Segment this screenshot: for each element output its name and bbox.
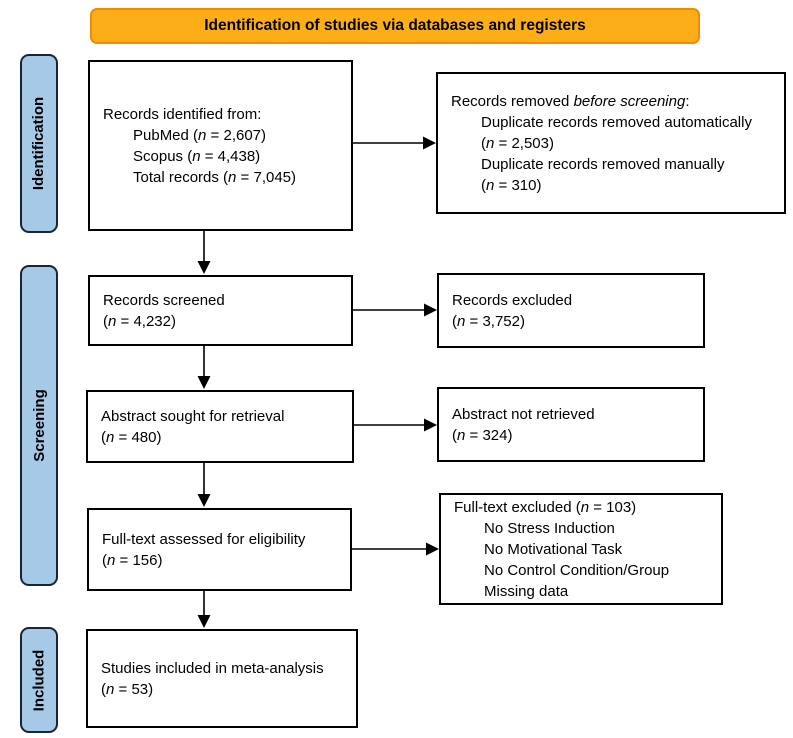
arrow-sought-to-not-retrieved [354, 418, 437, 432]
sidebar-stage-included: Included [20, 627, 58, 733]
header-title: Identification of studies via databases … [204, 17, 586, 34]
arrow-assessed-to-included [197, 591, 211, 628]
box-text-line: Studies included in meta-analysis [101, 659, 324, 677]
box-text-line: Records removed before screening: [451, 92, 690, 110]
sidebar-stage-identification: Identification [20, 54, 58, 233]
header-banner: Identification of studies via databases … [90, 8, 700, 44]
arrow-identified-to-removed [353, 136, 436, 150]
box-abstract-sought-for-retrieval: Abstract sought for retrieval (n = 480) [86, 390, 354, 463]
box-text-line: Abstract not retrieved [452, 405, 595, 423]
box-fulltext-assessed: Full-text assessed for eligibility (n = 1… [87, 508, 352, 591]
box-text-line: No Control Condition/Group [484, 561, 670, 579]
box-text-line: Full-text assessed for eligibility [102, 530, 306, 548]
box-records-removed-before-screening: Records removed before screening: Duplica… [436, 72, 786, 214]
arrow-screened-to-sought [197, 346, 211, 389]
arrow-assessed-to-fulltext-excluded [352, 542, 439, 556]
box-text-line: Total records (n = 7,045) [133, 168, 297, 186]
box-text-line: PubMed (n = 2,607) [133, 126, 267, 144]
stage-label-identification: Identification [30, 96, 48, 191]
box-text-line: (n = 2,503) [481, 134, 554, 152]
box-text-line: Records screened [103, 291, 225, 309]
box-text-line: Records excluded [452, 291, 573, 309]
box-text-line: (n = 3,752) [452, 312, 525, 330]
arrow-screened-to-excluded [353, 303, 437, 317]
box-text-line: Missing data [484, 582, 569, 600]
box-records-excluded: Records excluded (n = 3,752) [437, 273, 705, 348]
box-studies-included: Studies included in meta-analysis (n = 53… [86, 629, 358, 728]
box-text-line: Full-text excluded (n = 103) [454, 498, 637, 516]
box-text-line: (n = 480) [101, 428, 162, 446]
box-records-screened: Records screened (n = 4,232) [88, 275, 353, 346]
box-fulltext-excluded: Full-text excluded (n = 103) No Stress In… [439, 493, 723, 605]
box-abstract-not-retrieved: Abstract not retrieved (n = 324) [437, 387, 705, 462]
stage-label-screening: Screening [30, 389, 48, 462]
box-text-line: (n = 156) [102, 551, 163, 569]
box-records-identified: Records identified from: PubMed (n = 2,60… [88, 60, 353, 231]
box-text-line: (n = 4,232) [103, 312, 176, 330]
box-text-line: Records identified from: [103, 105, 262, 123]
box-text-line: (n = 324) [452, 426, 513, 444]
arrow-identified-to-screened [197, 231, 211, 274]
box-text-line: (n = 53) [101, 680, 154, 698]
box-text-line: Scopus (n = 4,438) [133, 147, 261, 165]
arrow-sought-to-assessed [197, 463, 211, 507]
box-text-line: Duplicate records removed automatically [481, 113, 752, 131]
box-text-line: Duplicate records removed manually [481, 155, 725, 173]
box-text-line: No Motivational Task [484, 540, 623, 558]
box-text-line: No Stress Induction [484, 519, 615, 537]
stage-label-included: Included [30, 649, 48, 711]
box-text-line: (n = 310) [481, 176, 542, 194]
sidebar-stage-screening: Screening [20, 265, 58, 586]
box-text-line: Abstract sought for retrieval [101, 407, 285, 425]
